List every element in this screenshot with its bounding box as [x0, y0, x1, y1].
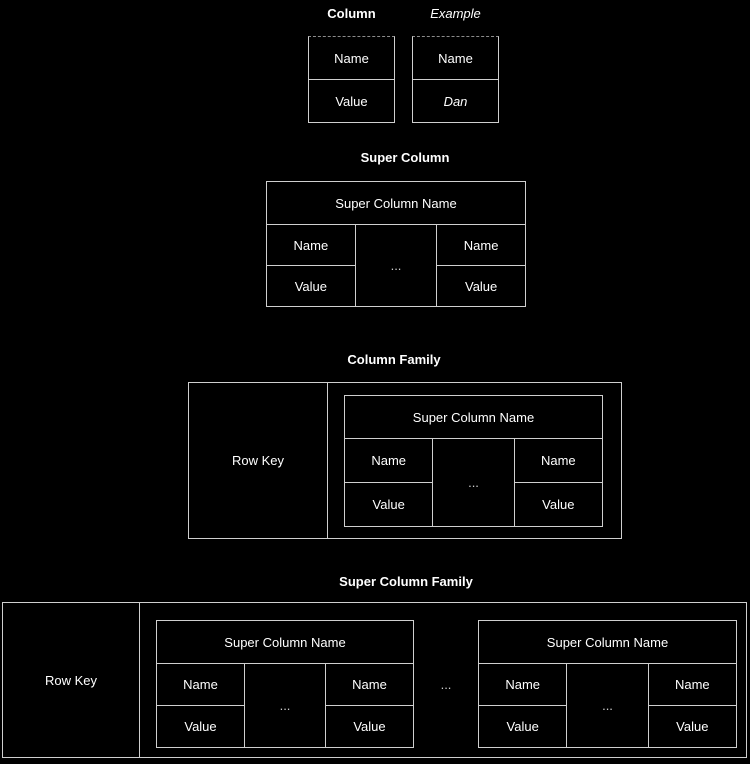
- row-key-cell: Row Key: [3, 603, 140, 757]
- example-name-cell: Name: [413, 37, 498, 80]
- column-name-cell: Name: [309, 37, 394, 80]
- value-cell: Value: [542, 497, 575, 512]
- super-column-box: Super Column Name Name Value ... Name Va…: [266, 181, 526, 307]
- super-column-family-section-title: Super Column Family: [339, 574, 473, 589]
- super-column-family-content: Super Column Name Name Value ... Name Va…: [140, 603, 746, 757]
- name-cell: Name: [325, 664, 413, 706]
- super-column-box: Super Column Name Name Value ... Name Va…: [344, 395, 603, 527]
- super-column-header: Super Column Name: [267, 182, 525, 225]
- super-column-family-box: Row Key Super Column Name Name Value ...…: [2, 602, 747, 758]
- ellipsis-cell: ...: [354, 225, 438, 306]
- row-key-cell: Row Key: [189, 383, 328, 538]
- value-cell: Value: [506, 719, 539, 734]
- example-section-title: Example: [430, 6, 481, 21]
- super-column-right-column: Name Value: [514, 439, 602, 526]
- column-definition-box: Name Value: [308, 36, 395, 123]
- column-family-content: Super Column Name Name Value ... Name Va…: [328, 383, 621, 538]
- super-column-header: Super Column Name: [479, 621, 736, 664]
- column-example-box: Name Dan: [412, 36, 499, 123]
- ellipsis-cell: ...: [244, 664, 326, 747]
- between-boxes-ellipsis: ...: [440, 676, 452, 692]
- value-cell: Value: [372, 497, 405, 512]
- value-cell: Value: [676, 719, 709, 734]
- super-column-right-column: Name Value: [325, 664, 413, 747]
- super-column-box: Super Column Name Name Value ... Name Va…: [156, 620, 414, 748]
- super-column-left-column: Name Value: [157, 664, 245, 747]
- column-value-cell: Value: [335, 93, 368, 109]
- column-section-title: Column: [327, 6, 376, 21]
- example-value-cell: Dan: [443, 93, 468, 109]
- name-cell: Name: [479, 664, 567, 706]
- ellipsis-cell: ...: [432, 439, 515, 526]
- value-cell: Value: [184, 719, 217, 734]
- name-cell: Name: [267, 225, 355, 266]
- super-column-header: Super Column Name: [345, 396, 602, 439]
- super-column-box: Super Column Name Name Value ... Name Va…: [478, 620, 737, 748]
- value-cell: Value: [464, 278, 498, 294]
- name-cell: Name: [648, 664, 736, 706]
- name-cell: Name: [514, 439, 602, 483]
- super-column-left-column: Name Value: [345, 439, 433, 526]
- name-cell: Name: [437, 225, 525, 266]
- column-family-section-title: Column Family: [347, 352, 441, 367]
- name-cell: Name: [345, 439, 433, 483]
- super-column-left-column: Name Value: [479, 664, 567, 747]
- value-cell: Value: [353, 719, 386, 734]
- value-cell: Value: [294, 278, 327, 294]
- super-column-right-column: Name Value: [648, 664, 736, 747]
- super-column-header: Super Column Name: [157, 621, 413, 664]
- super-column-right-column: Name Value: [437, 225, 525, 306]
- name-cell: Name: [157, 664, 245, 706]
- column-family-box: Row Key Super Column Name Name Value ...…: [188, 382, 622, 539]
- super-column-section-title: Super Column: [360, 150, 450, 165]
- super-column-left-column: Name Value: [267, 225, 355, 306]
- ellipsis-cell: ...: [566, 664, 649, 747]
